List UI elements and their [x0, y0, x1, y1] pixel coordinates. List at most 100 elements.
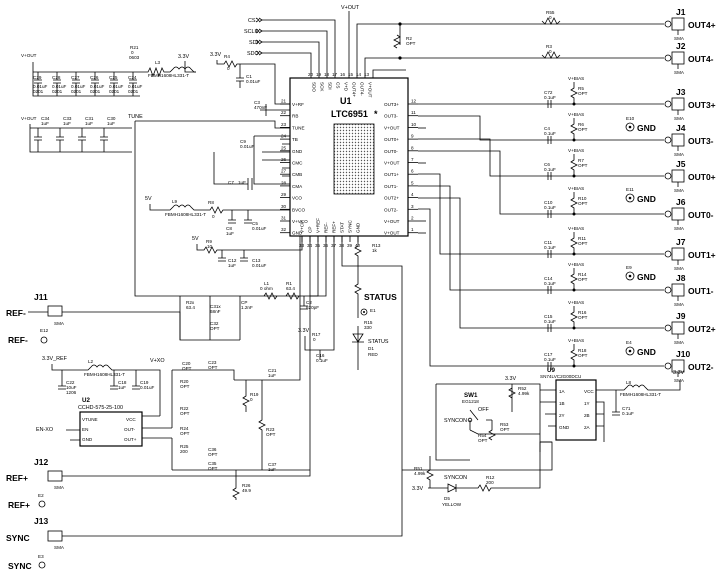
u1-pin-num: 4 — [411, 192, 414, 197]
e3-label: SYNC — [8, 561, 32, 571]
r22-ref: R22 — [180, 406, 189, 411]
u1-pin-name: GND — [292, 149, 303, 154]
cap-size: 0201 — [90, 89, 101, 94]
bias-resistor — [570, 154, 578, 176]
gnd-testpoint — [625, 346, 635, 356]
j13-ref: J13 — [34, 516, 48, 526]
r3-val: 0 — [549, 49, 552, 54]
u1-pin-name: BVCO — [292, 207, 305, 212]
top-resistors: R55 0 R2 OPT R3 0 — [356, 10, 664, 78]
cap-val: 0.1uF — [544, 281, 556, 286]
cap-val: 0.01uF — [71, 84, 85, 89]
coupling-cap — [547, 136, 552, 144]
c19-ref: C19 — [140, 380, 149, 385]
u1-pin-num: 22 — [281, 110, 287, 115]
res-ref: R6 — [578, 122, 584, 127]
decoupling-cap — [110, 72, 118, 96]
c3-ref: C3 — [254, 100, 260, 105]
connector-ref: J8 — [676, 273, 686, 283]
u1-exposed-pad — [333, 123, 375, 195]
u1-pin-name: V+OUT — [384, 219, 400, 224]
u1-pin-name: RB — [292, 114, 298, 119]
u1-pin-num: 9 — [411, 134, 414, 139]
cap-val: 0.1uF — [544, 167, 556, 172]
u9-2y: 2Y — [559, 413, 565, 418]
c21-ref: C21 — [268, 368, 277, 373]
cap-ref: C11 — [544, 240, 553, 245]
j12-connector — [47, 470, 63, 482]
decoupling-cap — [53, 72, 61, 96]
j13-type: SMA — [54, 545, 65, 550]
cap-ref: C25 — [109, 75, 118, 80]
u2-pin1: VTUNE — [82, 417, 98, 422]
cap-val: 0.1uF — [544, 245, 556, 250]
vout-bulk-label: V+OUT — [21, 116, 37, 121]
cap-val: 0.01uF — [128, 84, 142, 89]
cap-ref: C72 — [544, 90, 553, 95]
vbias-label: V+BIAS — [568, 226, 584, 231]
r26-val: 49.9 — [242, 488, 251, 493]
loop-filter: L1 0 ohm R1 63.4 C2 820pF R2x 63.4 C31x … — [179, 236, 335, 363]
u2-ref: U2 — [82, 397, 90, 404]
bias-resistor — [570, 344, 578, 366]
output-trace — [418, 138, 664, 177]
connector-ref: J7 — [676, 237, 686, 247]
bias-resistor — [570, 232, 578, 254]
u9-vcc: VCC — [584, 389, 594, 394]
u1-pin-name: CMB — [292, 172, 302, 177]
u9-part: SN74LVC2G00DCU — [540, 374, 581, 379]
status-label: STATUS — [364, 292, 397, 302]
u1-pin-num: 1 — [411, 227, 414, 232]
connector-net: OUT4- — [688, 54, 714, 64]
vout-top-label: V+OUT — [341, 5, 360, 11]
r9-val: 10 — [207, 244, 213, 249]
r23-ref: R23 — [266, 427, 275, 432]
d1-ref: D1 — [368, 346, 374, 351]
v33-r17-label: 3.3V — [298, 328, 309, 334]
gnd-testpoint-center — [628, 349, 632, 353]
u1-ref: U1 — [340, 96, 352, 106]
l2-ref: L2 — [88, 359, 94, 364]
cap-ref: C34 — [41, 116, 50, 121]
l8-val: FBMH1608HL331-T — [620, 392, 661, 397]
cap-val: 0.1uF — [544, 131, 556, 136]
c9-val: 0.01uF — [240, 144, 254, 149]
status-led: R13 1k STATUS E1 R15 330 STATUS D1 RED — [352, 236, 397, 370]
coupling-cap — [547, 100, 552, 108]
vbias-label: V+BIAS — [568, 148, 584, 153]
junction-dot — [572, 364, 576, 368]
r13-val: 1k — [372, 248, 378, 253]
connector-type: SMA — [674, 36, 685, 41]
res-ref: R5 — [578, 86, 584, 91]
r8-val: 0 — [212, 214, 215, 219]
sma-pin — [664, 136, 672, 144]
junction-dot — [572, 174, 576, 178]
sw1-part: EG1218 — [462, 399, 479, 404]
u1-pin-name: OUT1+ — [384, 172, 399, 177]
c31x-ref: C31x — [210, 304, 221, 309]
sw1-syncon: SYNCON — [444, 418, 467, 424]
spi-cs-label: CS — [248, 18, 256, 24]
res-val: OPT — [578, 163, 588, 168]
r15-val: 330 — [364, 325, 372, 330]
cap-val: 1uF — [63, 121, 71, 126]
connector-net: OUT1- — [688, 286, 714, 296]
l9-ref: L9 — [172, 199, 178, 204]
c32-ref: C32 — [210, 321, 219, 326]
r2-val: OPT — [406, 41, 416, 46]
u1-right-pins: 12OUT3+11OUT3-10V+OUT9OUT0+8OUT0-7V+OUT6… — [384, 99, 418, 236]
u1-pin-num: 31 — [281, 216, 287, 221]
u2-pin3: GND — [82, 437, 93, 442]
junction-dot — [572, 252, 576, 256]
r8-ref: R8 — [208, 200, 214, 205]
r1-ref: R1 — [286, 281, 292, 286]
sma-body — [671, 247, 685, 261]
res-val: OPT — [578, 277, 588, 282]
c16-ref: C16 — [316, 353, 325, 358]
j12-ref: J12 — [34, 457, 48, 467]
connector-net: OUT2- — [688, 362, 714, 372]
vbias-label: V+BIAS — [568, 186, 584, 191]
